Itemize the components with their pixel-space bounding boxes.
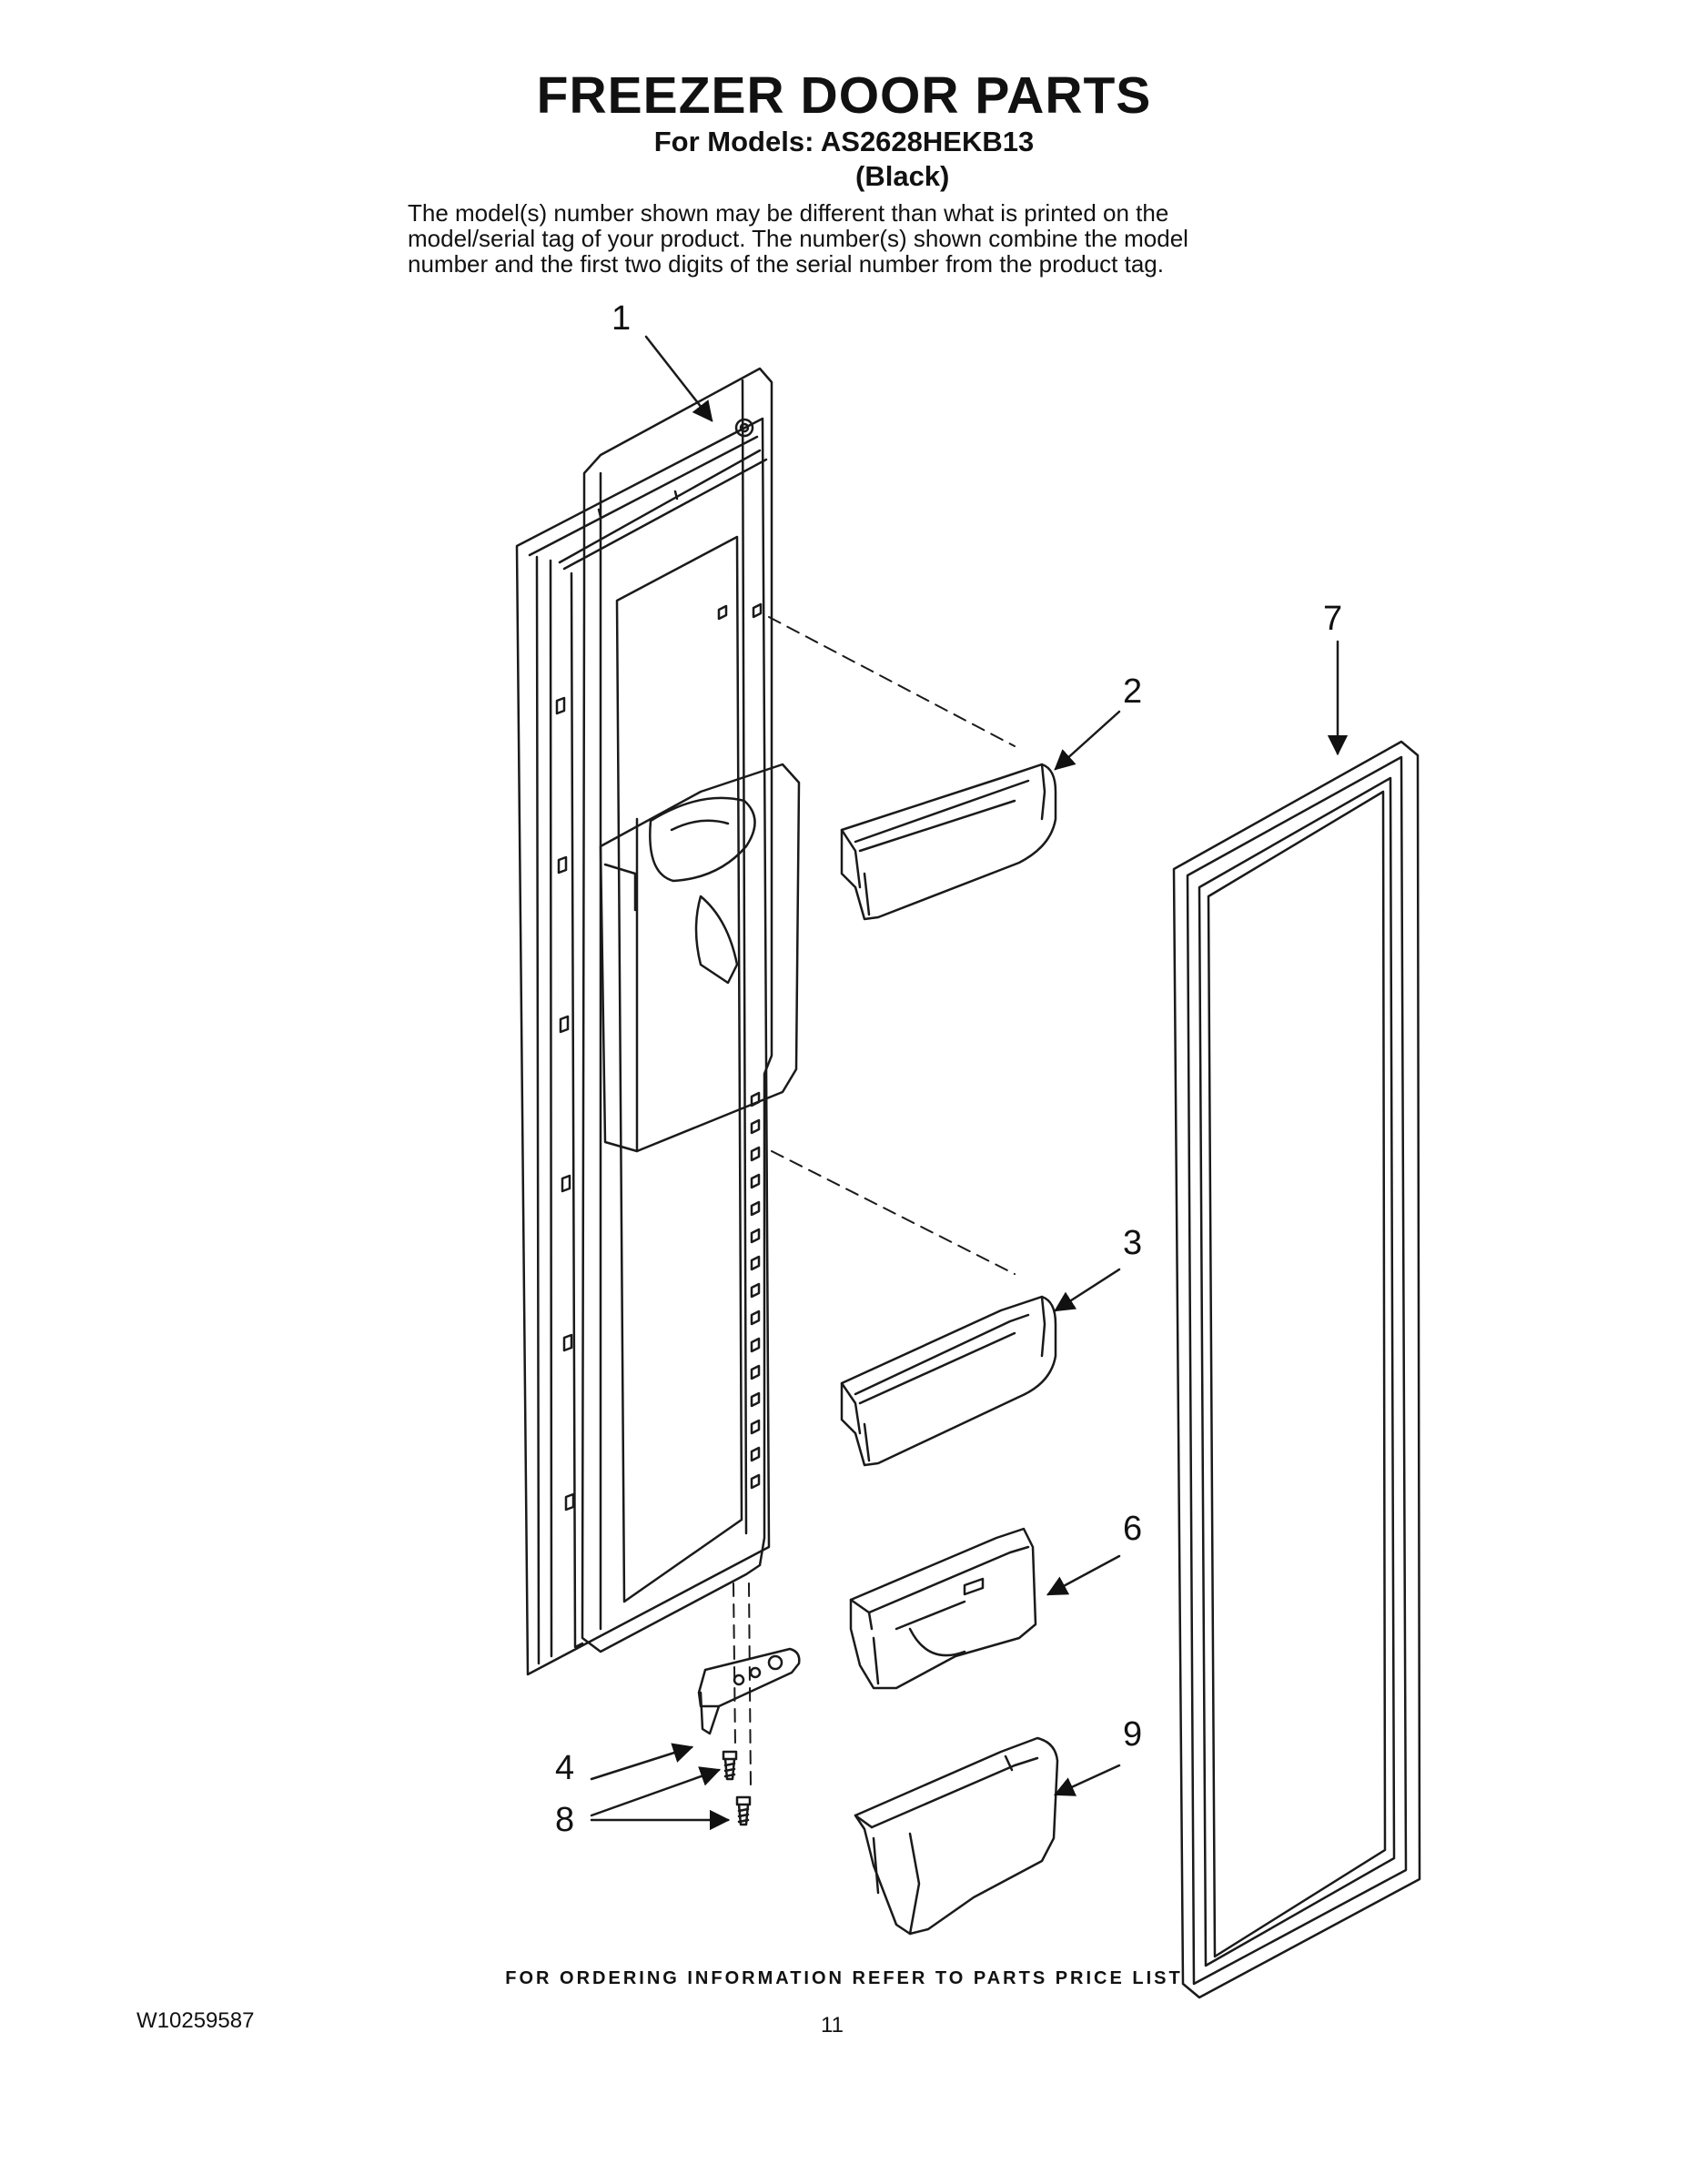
callout-6: 6 <box>1123 1510 1142 1548</box>
callout-arrows <box>590 335 1349 1831</box>
document-number: W10259587 <box>136 2008 255 2033</box>
callout-numbers: 1 2 3 4 6 7 8 9 <box>555 299 1342 1839</box>
note-line: The model(s) number shown may be differe… <box>408 199 1169 227</box>
door-gasket-part-7 <box>1172 740 1421 1999</box>
model-variant: (Black) <box>855 160 950 192</box>
callout-9: 9 <box>1123 1715 1142 1754</box>
freezer-door-assembly <box>515 367 801 1676</box>
assembly-guide-lines <box>733 616 1016 1789</box>
callout-1: 1 <box>612 299 631 338</box>
model-number-note: The model(s) number shown may be differe… <box>408 200 1318 277</box>
door-bin-part-9 <box>854 1736 1059 1936</box>
door-shelf-part-3 <box>840 1295 1057 1467</box>
models-line: For Models: AS2628HEKB13 <box>653 126 1035 157</box>
note-line: model/serial tag of your product. The nu… <box>408 225 1188 252</box>
callout-8: 8 <box>555 1801 574 1839</box>
callout-2: 2 <box>1123 672 1142 711</box>
note-line: number and the first two digits of the s… <box>408 250 1164 278</box>
callout-4: 4 <box>555 1749 574 1787</box>
door-shelf-part-2 <box>840 763 1057 921</box>
callout-7: 7 <box>1323 600 1342 638</box>
door-bin-part-6 <box>849 1527 1037 1690</box>
page-title: FREEZER DOOR PARTS <box>536 66 1152 125</box>
screw-part-8 <box>722 1750 752 1826</box>
callout-3: 3 <box>1123 1224 1142 1262</box>
shelf-slot-markers <box>555 602 763 1512</box>
page-number: 11 <box>821 2013 844 2037</box>
ordering-info: FOR ORDERING INFORMATION REFER TO PARTS … <box>505 1968 1183 1988</box>
